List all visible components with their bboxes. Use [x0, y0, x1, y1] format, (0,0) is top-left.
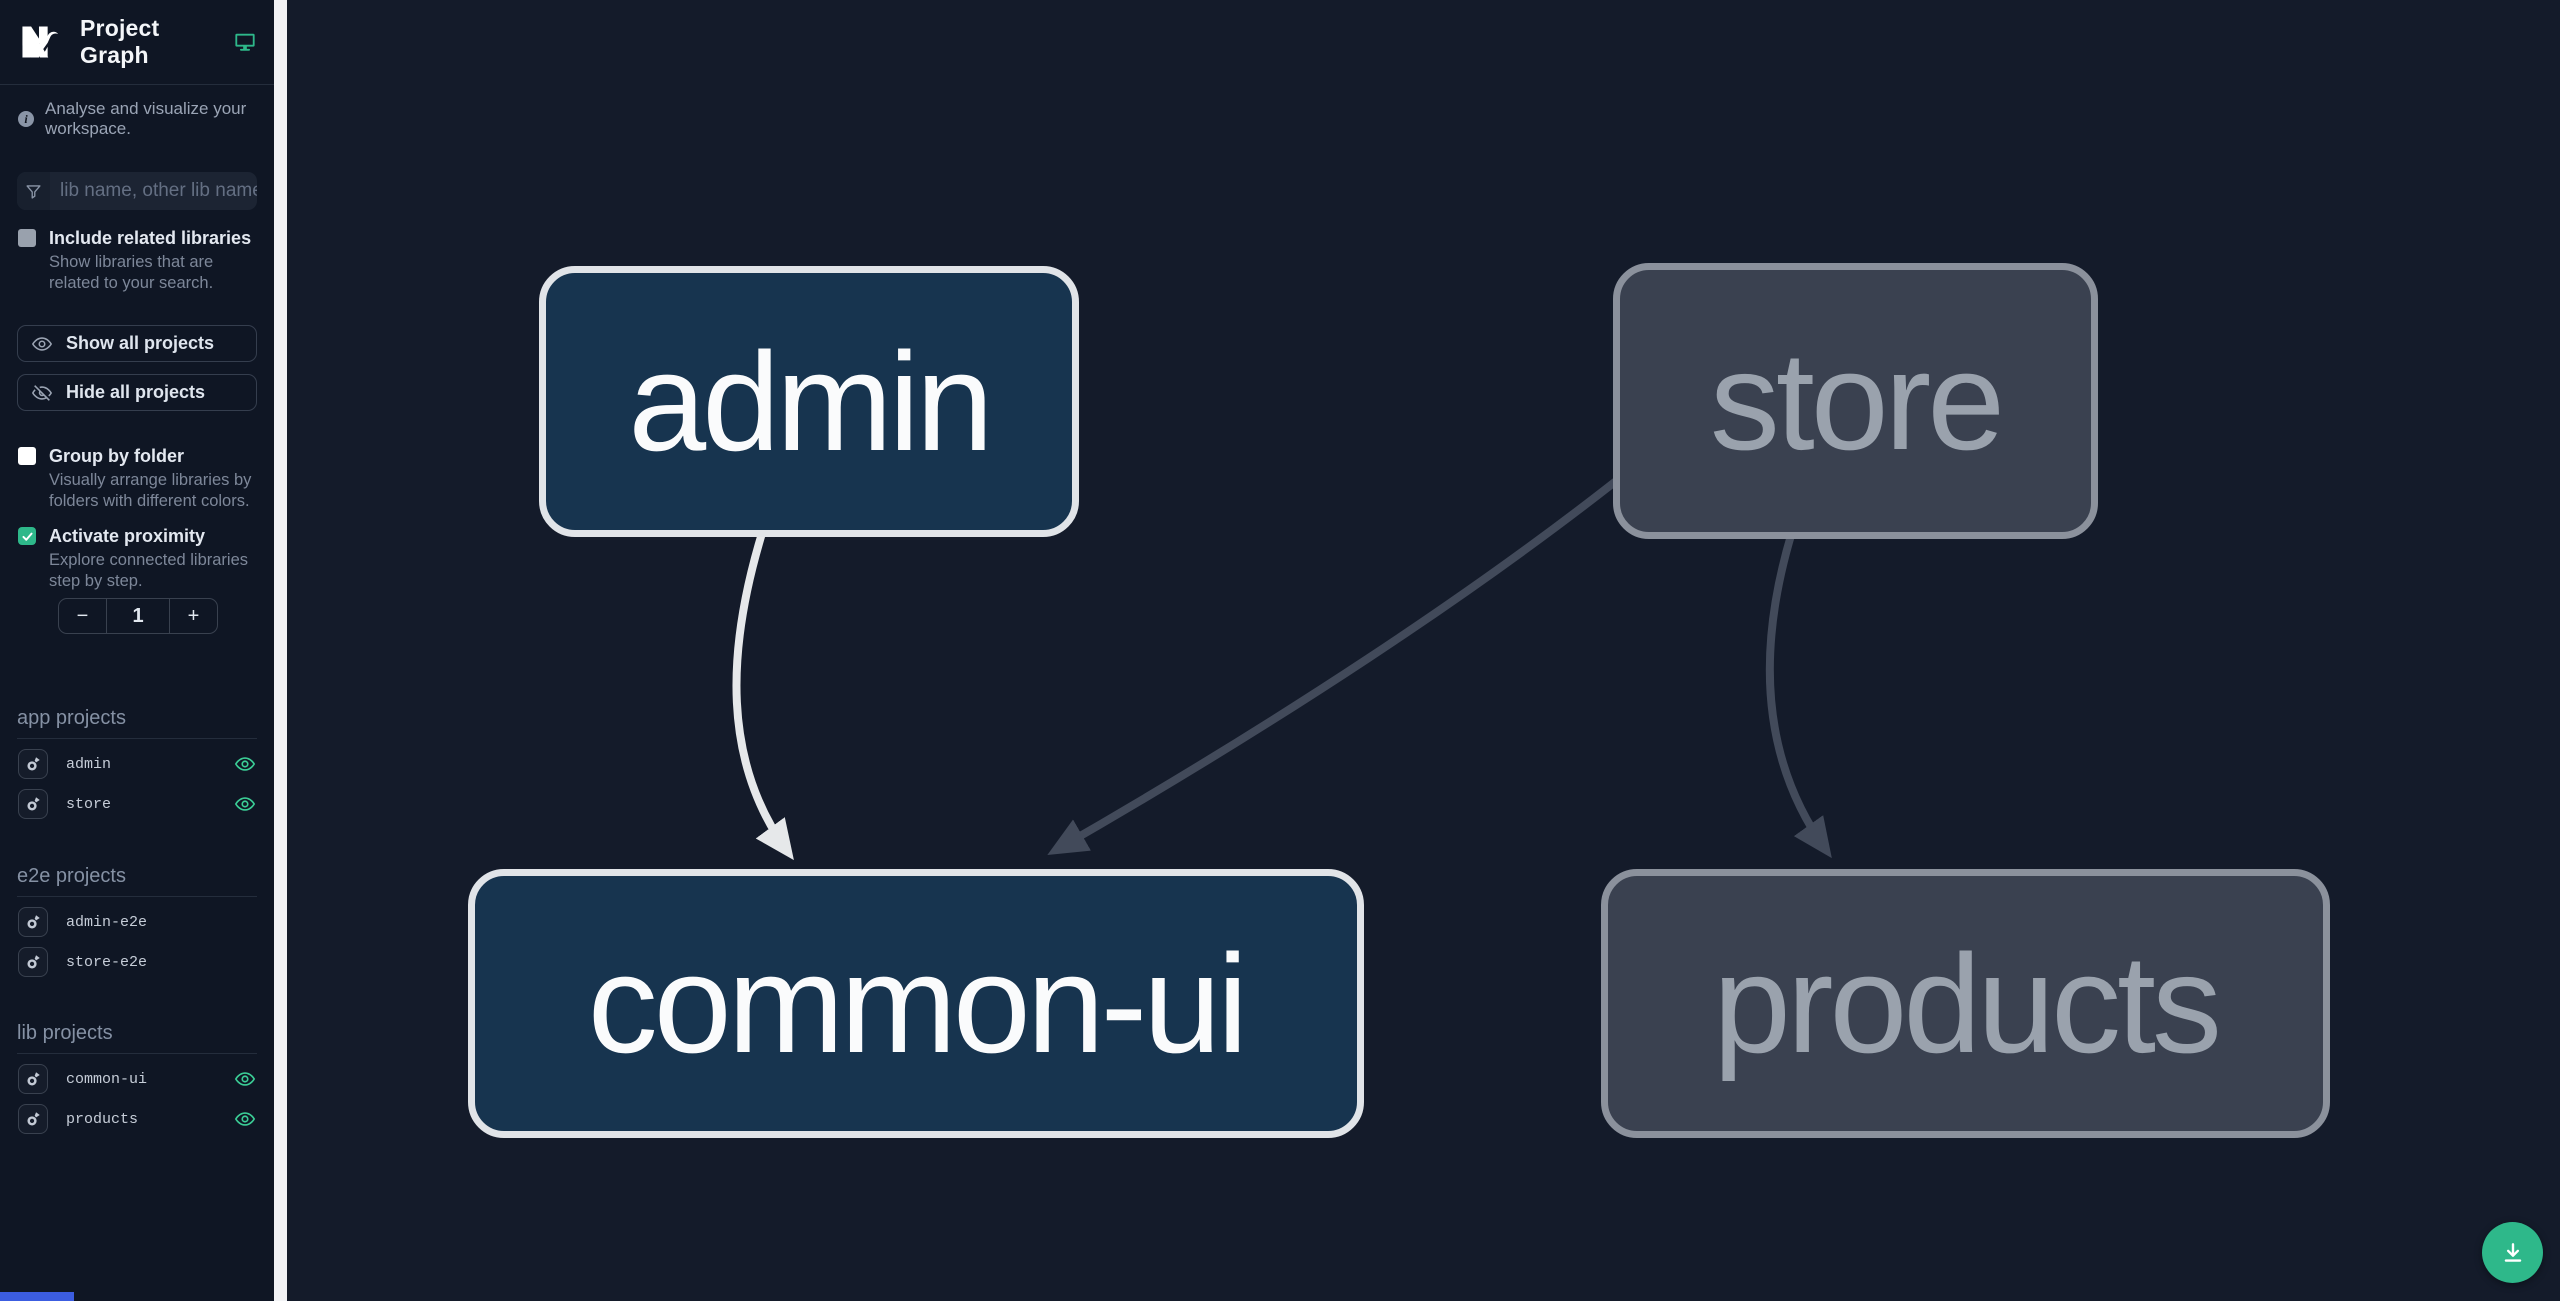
project-item-store-e2e: store-e2e [0, 947, 274, 977]
visibility-eye-icon[interactable] [234, 1068, 256, 1090]
include-related-checkbox-row[interactable]: Include related libraries Show libraries… [0, 228, 274, 294]
activate-proximity-checkbox-row[interactable]: Activate proximity Explore connected lib… [0, 526, 274, 592]
download-icon [2504, 1242, 2521, 1262]
hide-all-projects-label: Hide all projects [66, 382, 206, 402]
workspace-tagline: i Analyse and visualize your workspace. [0, 99, 274, 139]
project-name: store [66, 795, 112, 813]
graph-node-products[interactable]: products [1601, 869, 2330, 1138]
activate-proximity-label: Activate proximity [49, 526, 206, 546]
visibility-eye-icon[interactable] [234, 753, 256, 775]
include-related-description: Show libraries that are related to your … [49, 253, 214, 292]
sidebar-header: Project Graph [0, 0, 274, 85]
project-item-products: products [0, 1104, 274, 1134]
focus-project-icon[interactable] [18, 749, 48, 779]
group-by-folder-label: Group by folder [49, 446, 184, 466]
section-title-app-projects: app projects [17, 707, 257, 739]
show-all-projects-label: Show all projects [66, 333, 215, 353]
include-related-checkbox[interactable] [18, 229, 36, 247]
sidebar-vertical-scrollbar[interactable] [274, 0, 287, 1301]
funnel-icon [17, 172, 50, 210]
monitor-icon[interactable] [234, 31, 256, 53]
project-item-store: store [0, 789, 274, 819]
graph-node-store[interactable]: store [1613, 263, 2098, 539]
visibility-eye-icon[interactable] [234, 1108, 256, 1130]
eye-off-icon [31, 382, 53, 404]
project-name: admin [66, 755, 112, 773]
decrement-button[interactable]: − [59, 599, 107, 633]
activate-proximity-description: Explore connected libraries step by step… [49, 551, 249, 590]
graph-node-common-ui[interactable]: common-ui [468, 869, 1364, 1138]
focus-project-icon[interactable] [18, 789, 48, 819]
sidebar-horizontal-scrollbar-thumb[interactable] [0, 1292, 74, 1301]
edge-store-to-common-ui [1047, 458, 1643, 855]
group-by-folder-checkbox-row[interactable]: Group by folder Visually arrange librari… [0, 446, 274, 512]
focus-project-icon[interactable] [18, 907, 48, 937]
project-item-common-ui: common-ui [0, 1064, 274, 1094]
filter-input[interactable] [50, 172, 257, 210]
project-item-admin-e2e: admin-e2e [0, 907, 274, 937]
group-by-folder-description: Visually arrange libraries by folders wi… [49, 471, 252, 510]
project-name: products [66, 1110, 139, 1128]
hide-all-projects-button[interactable]: Hide all projects [17, 374, 257, 411]
increment-button[interactable]: + [169, 599, 217, 633]
focus-project-icon[interactable] [18, 947, 48, 977]
section-title-e2e-projects: e2e projects [17, 865, 257, 897]
include-related-label: Include related libraries [49, 228, 252, 248]
sidebar: Project Graph i Analyse and visualize yo… [0, 0, 274, 1301]
project-name: common-ui [66, 1070, 148, 1088]
proximity-depth-value: 1 [132, 604, 144, 627]
graph-node-admin[interactable]: admin [539, 266, 1079, 537]
tagline-text: Analyse and visualize your workspace. [45, 99, 247, 138]
project-name: store-e2e [66, 953, 148, 971]
activate-proximity-checkbox[interactable] [18, 527, 36, 545]
focus-project-icon[interactable] [18, 1064, 48, 1094]
proximity-depth-stepper: − 1 + [58, 598, 218, 634]
edge-store-to-products [1765, 530, 1832, 859]
visibility-eye-icon[interactable] [234, 793, 256, 815]
eye-icon [31, 333, 53, 355]
focus-project-icon[interactable] [18, 1104, 48, 1134]
project-name: admin-e2e [66, 913, 148, 931]
project-item-admin: admin [0, 749, 274, 779]
info-icon: i [18, 111, 34, 127]
nx-logo-icon [22, 26, 59, 58]
filter-input-group [17, 172, 257, 210]
app-title: Project Graph [80, 15, 160, 68]
edge-admin-to-common-ui [732, 528, 794, 861]
section-title-lib-projects: lib projects [17, 1022, 257, 1054]
show-all-projects-button[interactable]: Show all projects [17, 325, 257, 362]
download-graph-button[interactable] [2482, 1222, 2543, 1283]
check-icon [21, 532, 33, 541]
group-by-folder-checkbox[interactable] [18, 447, 36, 465]
